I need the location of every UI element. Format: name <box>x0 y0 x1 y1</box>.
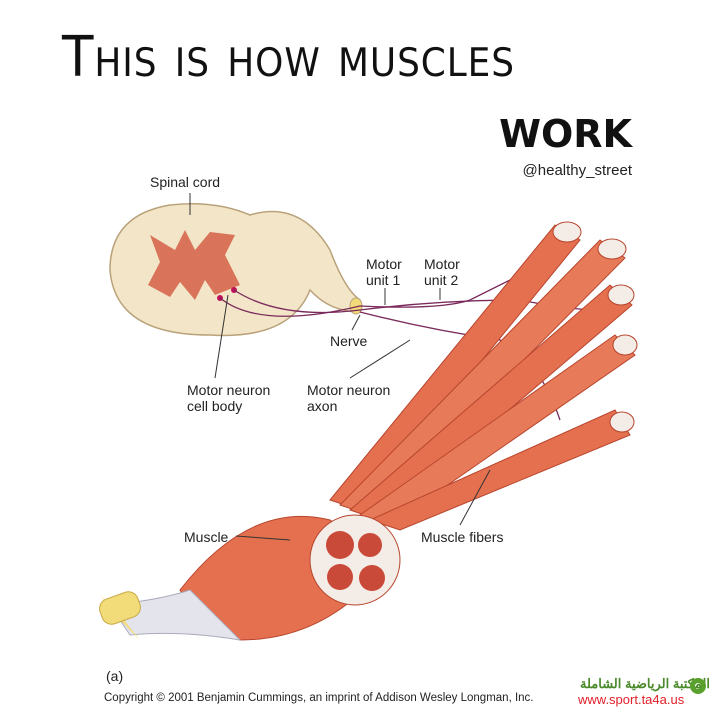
figure-label: (a) <box>106 668 124 684</box>
label-motor-unit-1: Motor unit 1 <box>366 256 402 288</box>
author-handle: @healthy_street <box>522 162 632 179</box>
muscle-fibers <box>329 221 638 531</box>
watermark-url: www.sport.ta4a.us <box>578 692 685 707</box>
label-spinal-cord: Spinal cord <box>150 174 221 190</box>
label-motor-unit-2: Motor unit 2 <box>424 256 460 288</box>
label-nerve: Nerve <box>330 333 368 349</box>
watermark-logo-icon <box>690 678 706 694</box>
watermark-arabic: المكتبة الرياضية الشاملة <box>580 676 710 691</box>
label-muscle-fibers: Muscle fibers <box>421 529 504 545</box>
muscle-illustration <box>99 514 401 641</box>
label-motor-neuron-axon: Motor neuron axon <box>307 382 391 414</box>
leader-lines <box>189 193 491 541</box>
spinal-cord-illustration <box>109 203 363 337</box>
label-motor-neuron-cell-body: Motor neuron cell body <box>187 382 271 414</box>
copyright-notice: Copyright © 2001 Benjamin Cummings, an i… <box>104 692 534 704</box>
title-line-2: work <box>499 97 632 160</box>
title-line-1: This is how muscles <box>62 25 515 90</box>
tendon-bone <box>99 591 141 625</box>
label-muscle: Muscle <box>184 529 229 545</box>
